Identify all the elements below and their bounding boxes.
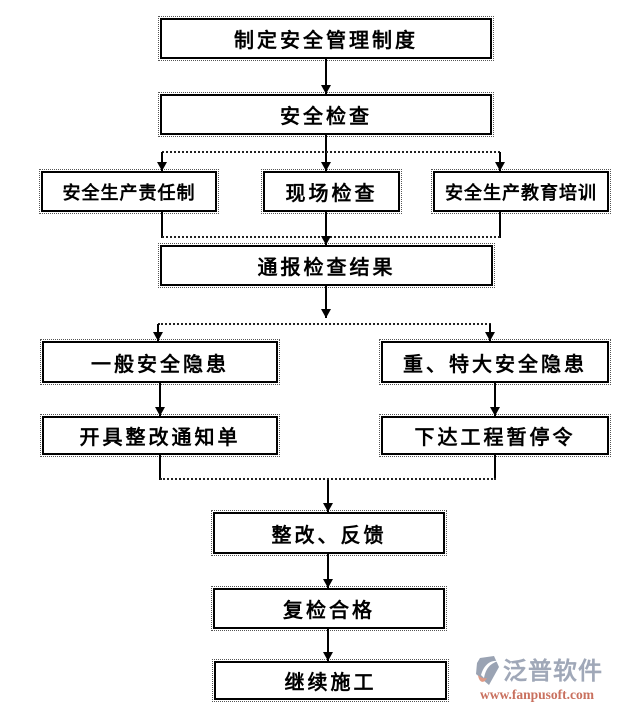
fanpu-logo-icon [476, 656, 501, 687]
node-major-hazard: 重、特大安全隐患 [379, 339, 611, 385]
node-label: 下达工程暂停令 [414, 427, 576, 449]
node-safety-inspection: 安全检查 [158, 92, 494, 137]
node-label: 整改、反馈 [271, 524, 387, 547]
arrow-branch-to-education [495, 152, 505, 171]
node-label: 重、特大安全隐患 [403, 353, 587, 376]
node-continue-construction: 继续施工 [212, 659, 449, 702]
node-label: 通报检查结果 [257, 257, 396, 279]
line-responsibility-down [161, 212, 163, 238]
node-label: 现场检查 [285, 183, 378, 205]
node-reinspection-pass: 复检合格 [211, 586, 447, 631]
node-label: 制定安全管理制度 [234, 30, 418, 52]
arrow-merge-to-rectify [323, 480, 333, 512]
node-suspension-order: 下达工程暂停令 [379, 414, 611, 457]
node-site-inspection: 现场检查 [261, 169, 402, 214]
arrow-merge-to-report [321, 212, 331, 245]
node-label: 开具整改通知单 [79, 427, 241, 449]
arrow-branch-to-general-hazard [153, 324, 163, 341]
merge-line-bottom [160, 478, 496, 480]
line-notice-down [159, 455, 161, 480]
node-label: 安全生产责任制 [62, 182, 196, 203]
node-label: 安全生产教育培训 [445, 182, 597, 203]
node-label: 一般安全隐患 [91, 353, 229, 376]
merge-line-top [162, 236, 500, 238]
node-education-training: 安全生产教育培训 [431, 169, 611, 214]
arrow-major-to-suspension [490, 383, 500, 416]
arrow-branch-to-major-hazard [485, 324, 495, 341]
fanpu-watermark: 泛普软件 www.fanpusoft.com [476, 656, 618, 702]
arrow-establish-to-inspection [321, 59, 331, 94]
node-rectification-notice: 开具整改通知单 [40, 414, 280, 457]
arrow-reinspection-to-continue [323, 629, 333, 661]
node-label: 复检合格 [283, 600, 375, 622]
node-responsibility-system: 安全生产责任制 [39, 169, 219, 214]
branch-line-top [162, 151, 500, 153]
arrow-inspection-to-site-inspection [321, 135, 331, 171]
line-suspension-down [494, 455, 496, 480]
node-label: 继续施工 [284, 672, 377, 694]
line-education-down [499, 212, 501, 238]
node-label: 安全检查 [280, 106, 372, 128]
logo-url-text: www.fanpusoft.com [480, 687, 595, 702]
arrow-general-to-notice [155, 383, 165, 416]
arrow-branch-to-responsibility [157, 152, 167, 171]
arrow-report-down [321, 286, 331, 318]
node-report-inspection-results: 通报检查结果 [158, 243, 495, 288]
logo-brand-text: 泛普软件 [503, 657, 603, 685]
node-rectify-feedback: 整改、反馈 [211, 510, 447, 556]
node-establish-safety-system: 制定安全管理制度 [158, 16, 494, 61]
branch-line-hazard [158, 323, 491, 325]
arrow-rectify-to-reinspection [323, 554, 333, 588]
node-general-hazard: 一般安全隐患 [40, 339, 280, 385]
